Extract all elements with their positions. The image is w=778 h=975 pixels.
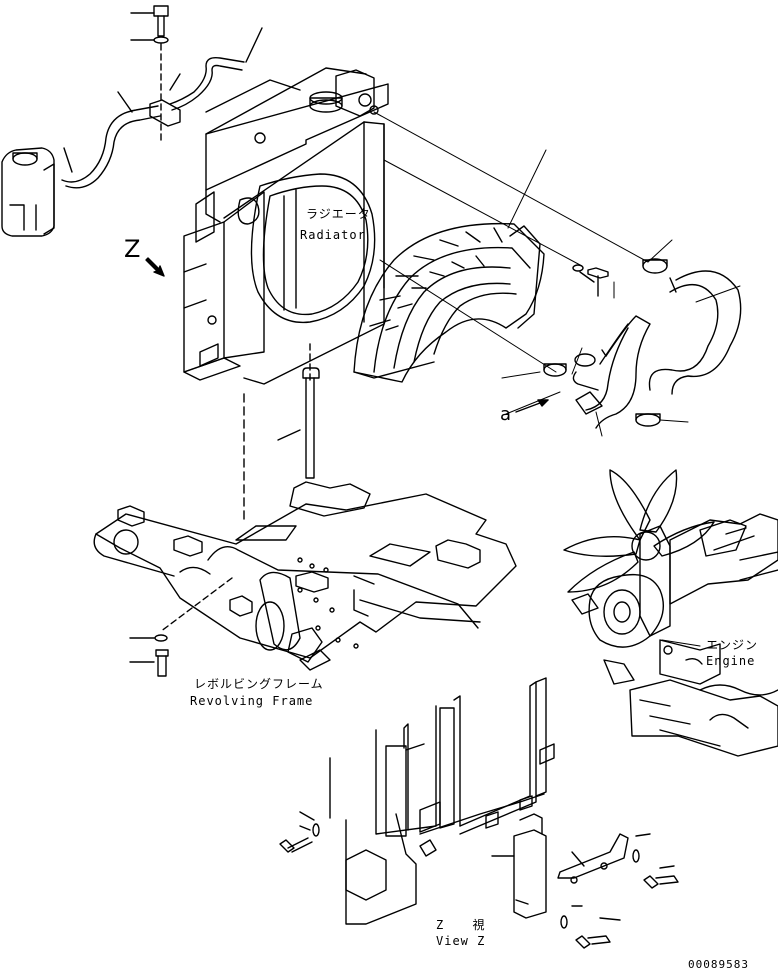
fan — [563, 469, 715, 593]
leader-lines — [373, 111, 741, 437]
hose-bracket — [149, 73, 181, 127]
radiator-cap — [309, 69, 379, 117]
radiator-label-en: Radiator — [300, 228, 366, 242]
view-label-en: View Z — [436, 934, 486, 948]
upper-hose — [648, 270, 742, 395]
view-z-mark: Z — [124, 235, 141, 263]
reservoir-tank — [1, 147, 55, 237]
view-z-plate — [557, 833, 629, 884]
view-z-panel — [329, 677, 555, 925]
view-label-jp: Z 視 — [436, 918, 486, 932]
stay-rod — [243, 339, 320, 521]
radiator — [183, 67, 389, 385]
engine — [571, 513, 778, 757]
radiator-label-jp: ラジエータ — [306, 207, 371, 221]
washer-top — [130, 36, 169, 141]
revolving-frame — [93, 481, 517, 671]
engine-label-jp: エンジン — [706, 638, 759, 652]
overflow-hose — [61, 27, 263, 189]
engine-leader — [661, 639, 701, 647]
hose-clamps — [543, 258, 668, 427]
view-z-bracket — [491, 813, 547, 919]
engine-label-en: Engine — [706, 654, 756, 668]
ref-a-mark: a — [500, 404, 512, 425]
shroud-bolt — [572, 264, 609, 297]
frame-label-jp: レボルビングフレーム — [194, 677, 324, 691]
bolt-top — [130, 5, 169, 37]
view-z-bolts — [279, 811, 679, 949]
lower-hose — [575, 315, 651, 429]
fan-shroud — [353, 222, 545, 383]
frame-bolt — [129, 577, 233, 677]
drawing-number: 00089583 — [688, 958, 749, 971]
frame-label-en: Revolving Frame — [190, 694, 314, 708]
ref-a-arrow-icon — [515, 399, 549, 413]
view-z-arrow-icon — [145, 257, 165, 277]
